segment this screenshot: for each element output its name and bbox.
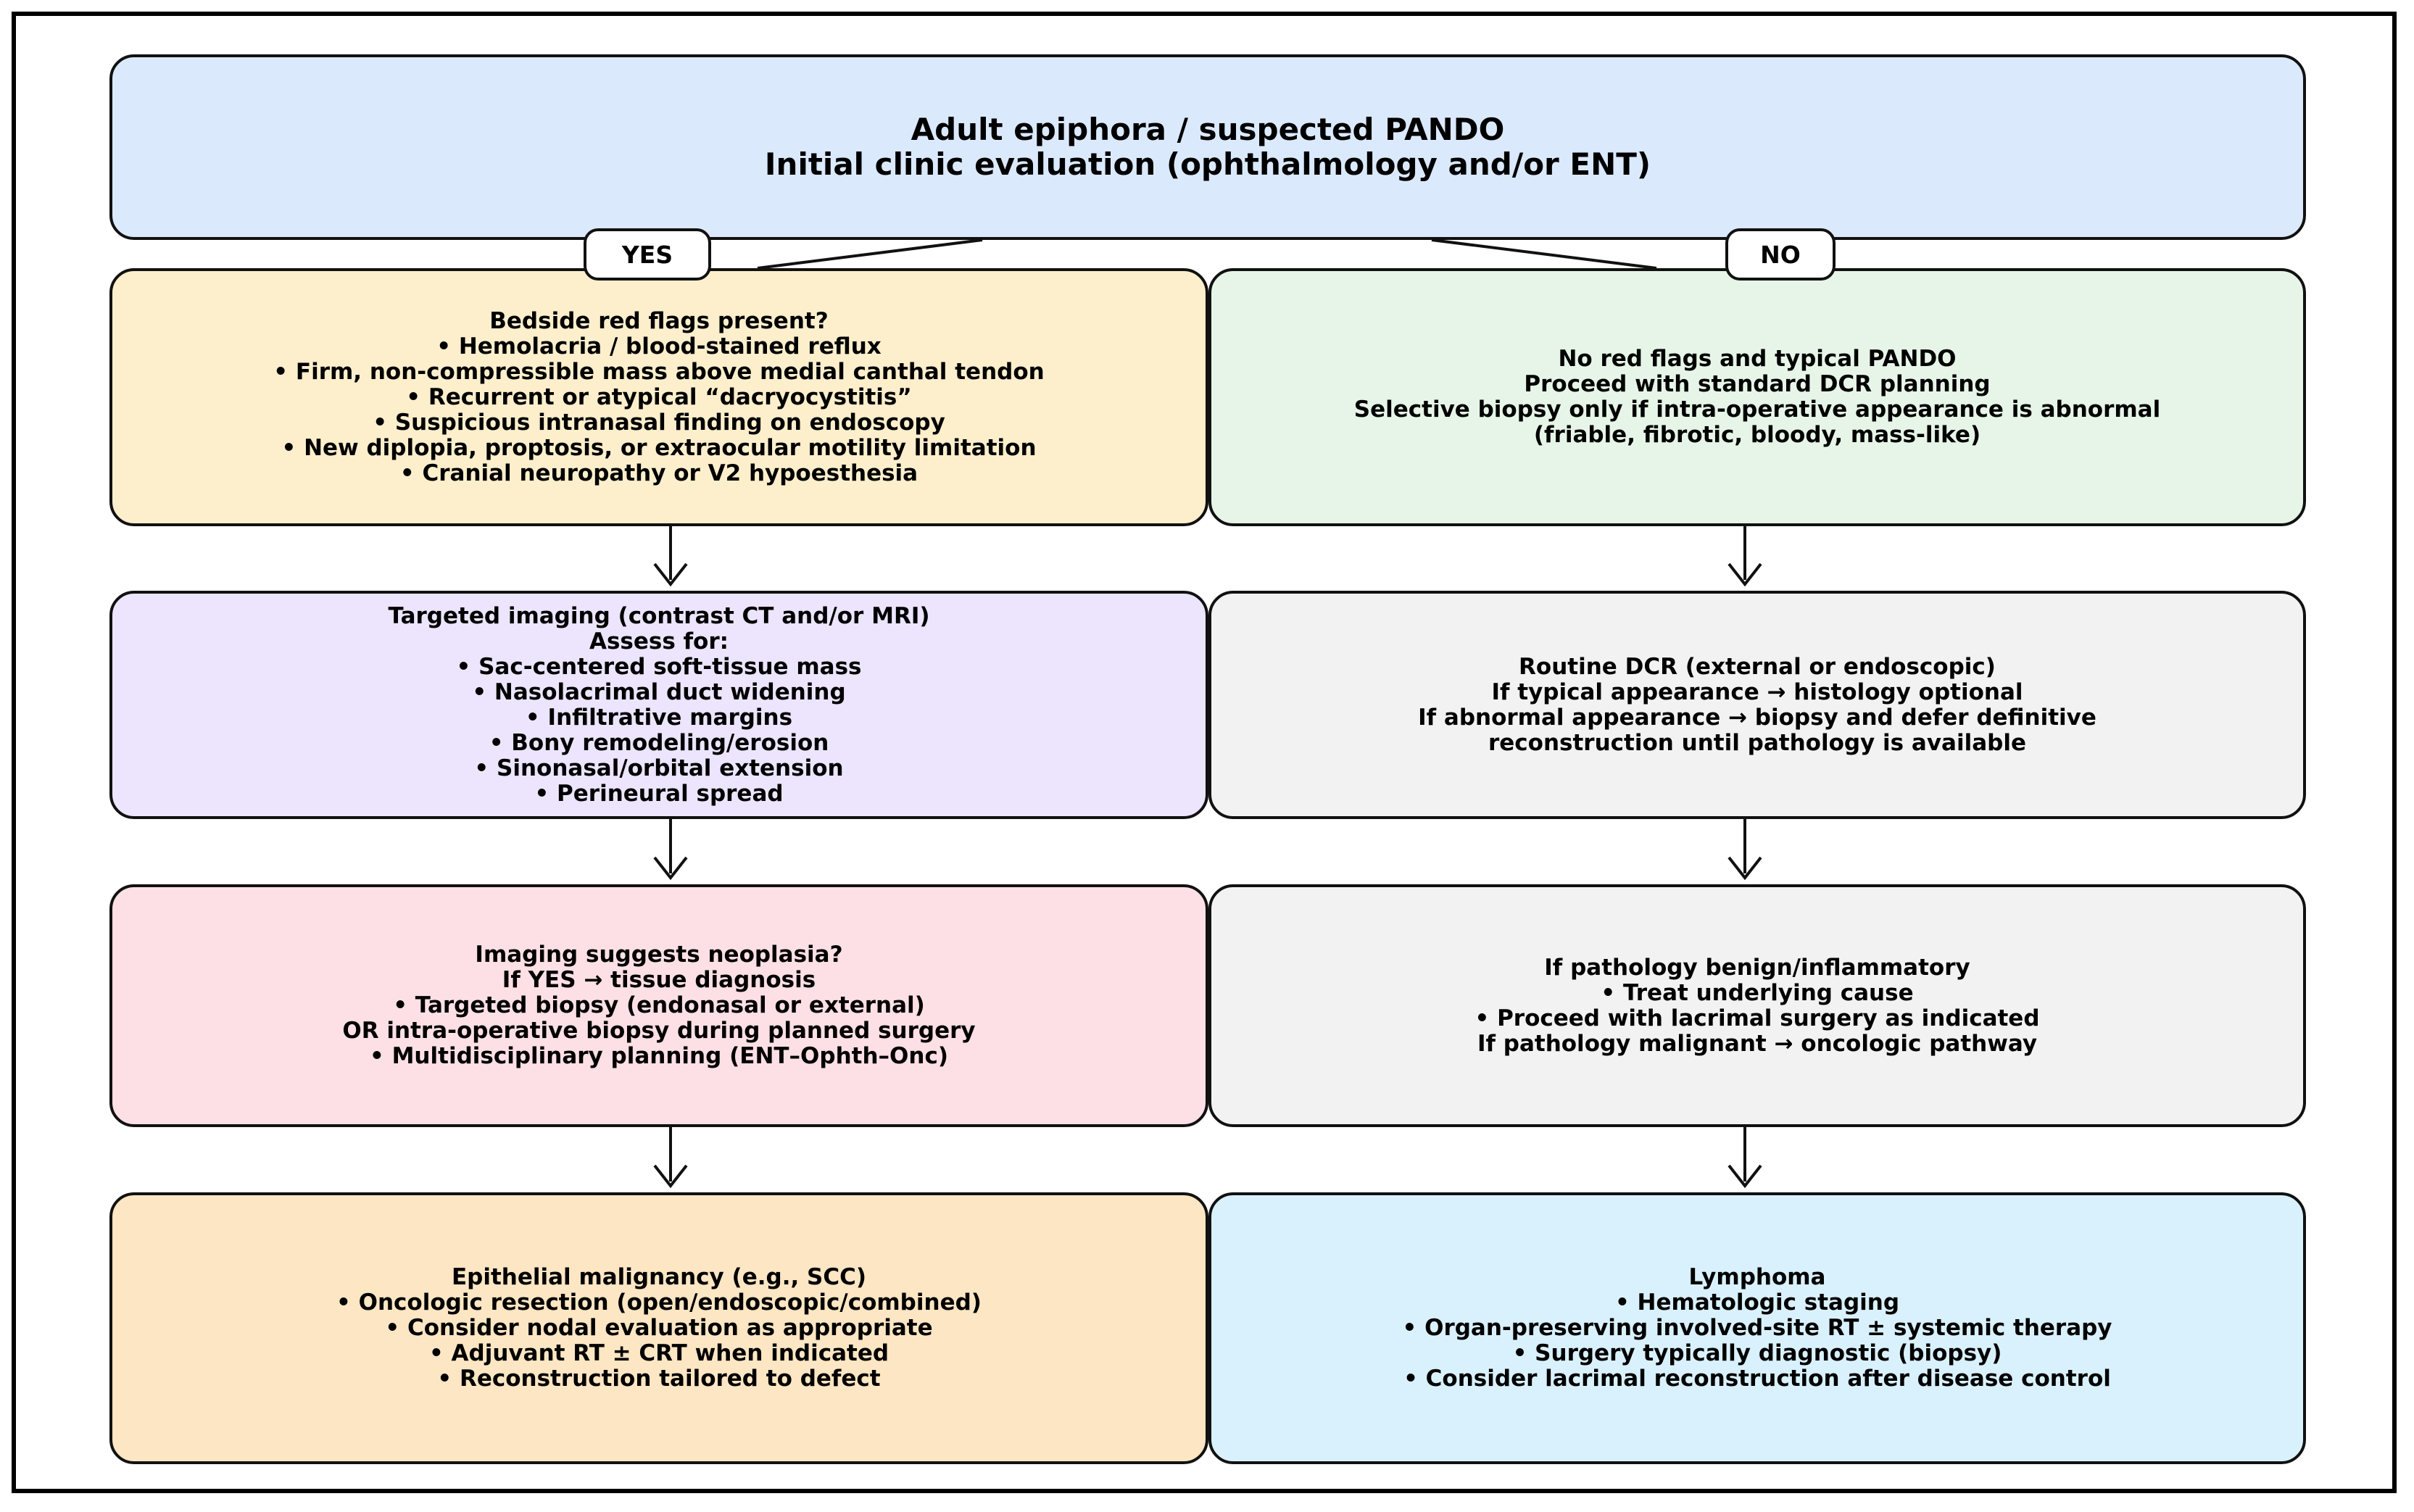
no-label: NO (1725, 228, 1836, 281)
arrow-left-3 (653, 1127, 688, 1189)
targeted-imaging-box-line-3: • Sac-centered soft-tissue mass (456, 653, 862, 680)
arrow-left-1 (653, 526, 688, 587)
yes-label: YES (584, 228, 711, 281)
no-red-flags-box-line-2: Proceed with standard DCR planning (1524, 371, 1991, 397)
arrow-right-1 (1727, 526, 1762, 587)
pathology-box-line-1: If pathology benign/inflammatory (1544, 954, 1970, 981)
neoplasia-box: Imaging suggests neoplasia?If YES → tiss… (109, 884, 1208, 1127)
red-flags-box-line-2: • Hemolacria / blood-stained reflux (436, 333, 882, 360)
targeted-imaging-box-line-5: • Infiltrative margins (525, 704, 793, 731)
initial-evaluation-box: Adult epiphora / suspected PANDO Initial… (109, 54, 2306, 240)
red-flags-box-line-4: • Recurrent or atypical “dacryocystitis” (406, 383, 912, 410)
targeted-imaging-box-line-4: • Nasolacrimal duct widening (472, 678, 846, 705)
branch-line-no (1431, 238, 1657, 270)
branch-line-yes (757, 238, 983, 270)
red-flags-box-line-3: • Firm, non-compressible mass above medi… (273, 358, 1045, 385)
no-red-flags-box-line-4: (friable, fibrotic, bloody, mass-like) (1533, 422, 1981, 448)
epithelial-malignancy-box: Epithelial malignancy (e.g., SCC)• Oncol… (109, 1192, 1208, 1464)
arrow-right-2 (1727, 819, 1762, 881)
targeted-imaging-box: Targeted imaging (contrast CT and/or MRI… (109, 591, 1208, 819)
targeted-imaging-box-line-7: • Sinonasal/orbital extension (474, 755, 844, 781)
lymphoma-box-line-4: • Surgery typically diagnostic (biopsy) (1512, 1340, 2002, 1366)
red-flags-box: Bedside red flags present?• Hemolacria /… (109, 268, 1208, 526)
neoplasia-box-line-4: OR intra-operative biopsy during planned… (342, 1018, 976, 1044)
neoplasia-box-line-1: Imaging suggests neoplasia? (475, 942, 843, 968)
targeted-imaging-box-line-6: • Bony remodeling/erosion (489, 729, 829, 756)
initial-evaluation-line-2: Initial clinic evaluation (ophthalmology… (764, 146, 1651, 182)
figure-frame (12, 12, 2397, 1493)
no-red-flags-box-line-3: Selective biopsy only if intra-operative… (1353, 396, 2161, 423)
epithelial-malignancy-box-line-2: • Oncologic resection (open/endoscopic/c… (336, 1289, 982, 1316)
epithelial-malignancy-box-line-4: • Adjuvant RT ± CRT when indicated (428, 1340, 889, 1366)
lymphoma-box-line-2: • Hematologic staging (1614, 1289, 1900, 1316)
targeted-imaging-box-line-2: Assess for: (589, 628, 729, 655)
pathology-box-line-3: • Proceed with lacrimal surgery as indic… (1474, 1005, 2040, 1031)
initial-evaluation-line-1: Adult epiphora / suspected PANDO (911, 112, 1505, 147)
red-flags-box-line-6: • New diplopia, proptosis, or extraocula… (281, 434, 1037, 461)
pathology-box: If pathology benign/inflammatory• Treat … (1208, 884, 2306, 1127)
arrow-right-3 (1727, 1127, 1762, 1189)
routine-dcr-box-line-3: If abnormal appearance → biopsy and defe… (1418, 704, 2096, 731)
no-red-flags-box-line-1: No red flags and typical PANDO (1558, 346, 1957, 372)
lymphoma-box-line-3: • Organ-preserving involved-site RT ± sy… (1402, 1315, 2112, 1341)
red-flags-box-line-7: • Cranial neuropathy or V2 hypoesthesia (399, 460, 918, 486)
neoplasia-box-line-5: • Multidisciplinary planning (ENT–Ophth–… (369, 1043, 949, 1069)
neoplasia-box-line-3: • Targeted biopsy (endonasal or external… (393, 992, 925, 1018)
lymphoma-box-line-5: • Consider lacrimal reconstruction after… (1403, 1366, 2111, 1392)
routine-dcr-box-line-1: Routine DCR (external or endoscopic) (1519, 653, 1996, 680)
pathology-box-line-4: If pathology malignant → oncologic pathw… (1477, 1030, 2038, 1057)
routine-dcr-box-line-4: reconstruction until pathology is availa… (1488, 729, 2026, 756)
neoplasia-box-line-2: If YES → tissue diagnosis (502, 967, 816, 993)
epithelial-malignancy-box-line-3: • Consider nodal evaluation as appropria… (385, 1315, 933, 1341)
targeted-imaging-box-line-1: Targeted imaging (contrast CT and/or MRI… (388, 602, 930, 629)
pathology-box-line-2: • Treat underlying cause (1601, 979, 1914, 1006)
epithelial-malignancy-box-line-5: • Reconstruction tailored to defect (437, 1366, 881, 1392)
red-flags-box-line-1: Bedside red flags present? (489, 307, 829, 334)
arrow-left-2 (653, 819, 688, 881)
routine-dcr-box-line-2: If typical appearance → histology option… (1491, 678, 2023, 705)
red-flags-box-line-5: • Suspicious intranasal finding on endos… (373, 409, 945, 436)
lymphoma-box: Lymphoma• Hematologic staging• Organ-pre… (1208, 1192, 2306, 1464)
lymphoma-box-line-1: Lymphoma (1688, 1264, 1826, 1290)
routine-dcr-box: Routine DCR (external or endoscopic)If t… (1208, 591, 2306, 819)
targeted-imaging-box-line-8: • Perineural spread (534, 780, 784, 807)
epithelial-malignancy-box-line-1: Epithelial malignancy (e.g., SCC) (451, 1264, 867, 1290)
